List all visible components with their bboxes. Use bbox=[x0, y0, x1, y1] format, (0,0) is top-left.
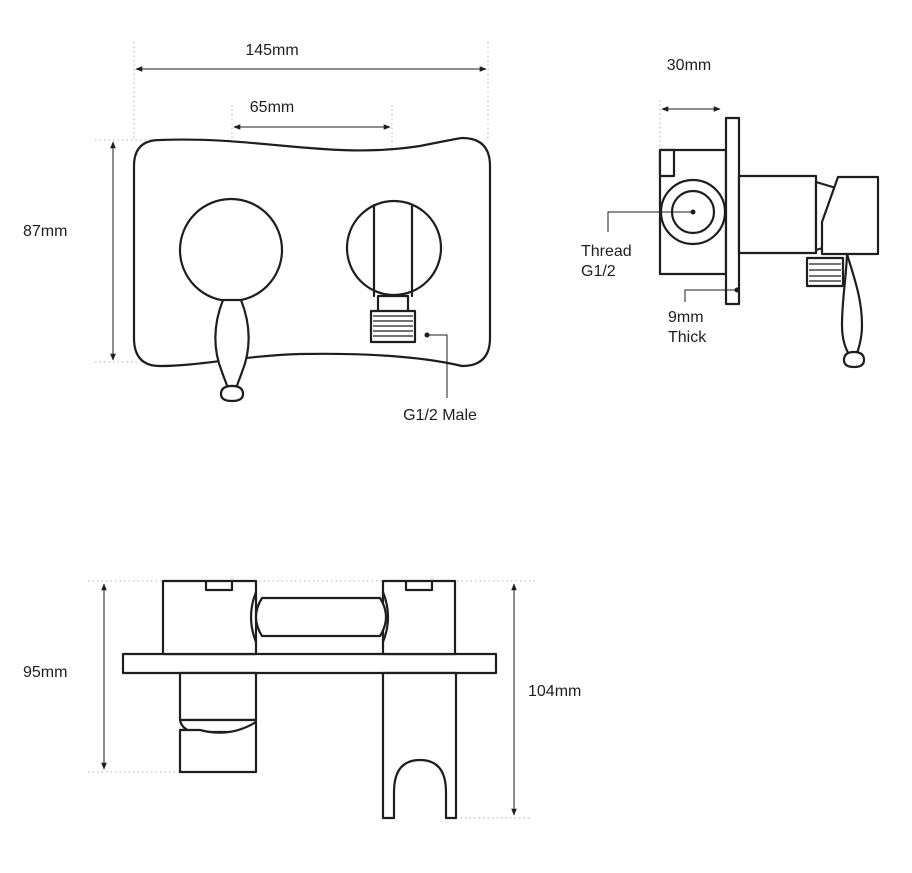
thickness-leader-dot bbox=[734, 287, 740, 293]
mixer-lever-handle bbox=[214, 298, 250, 388]
side-housing-tab bbox=[658, 148, 676, 178]
outlet-thread-lines bbox=[373, 315, 413, 337]
top-tube-left-curve bbox=[249, 590, 258, 644]
front-view: 145mm 65mm 87mm G1/2 Male bbox=[23, 42, 492, 424]
top-holder bbox=[381, 671, 458, 820]
outlet-leader-dot bbox=[424, 332, 430, 338]
side-lever-knob bbox=[842, 350, 866, 369]
mixer-dial bbox=[178, 197, 284, 303]
outlet-leader bbox=[427, 334, 448, 398]
top-left-depth-label: 95mm bbox=[23, 664, 67, 681]
thickness-label-line2: Thick bbox=[668, 329, 707, 346]
thread-leader bbox=[607, 211, 693, 232]
side-valve-body bbox=[737, 174, 818, 255]
thread-leader-dot bbox=[690, 209, 696, 215]
side-small-thread bbox=[805, 256, 845, 288]
front-height-label: 87mm bbox=[23, 223, 67, 240]
side-wall-plate bbox=[724, 116, 741, 306]
top-mixer-body bbox=[178, 671, 258, 722]
thread-label-line1: Thread bbox=[581, 243, 632, 260]
mixer-lever-knob bbox=[219, 384, 245, 403]
top-left-block-slot bbox=[204, 579, 234, 592]
outlet-stem bbox=[376, 294, 410, 314]
thickness-leader bbox=[684, 289, 737, 302]
front-width-label: 145mm bbox=[245, 42, 298, 59]
thickness-label-line1: 9mm bbox=[668, 309, 704, 326]
top-connecting-tube bbox=[254, 596, 388, 638]
top-view: 95mm 104mm bbox=[23, 579, 581, 820]
front-spacing-label: 65mm bbox=[250, 99, 294, 116]
outlet-dial bbox=[345, 199, 443, 297]
top-tube-right-curve bbox=[381, 590, 390, 644]
side-handle-block bbox=[820, 175, 880, 256]
side-small-thread-lines bbox=[809, 263, 841, 282]
side-depth-label: 30mm bbox=[667, 57, 711, 74]
top-right-block-slot bbox=[404, 579, 434, 592]
side-lever-handle bbox=[840, 252, 864, 358]
top-right-depth-label: 104mm bbox=[528, 683, 581, 700]
side-view: 30mm Thread G1/2 9mm Thick bbox=[581, 57, 880, 369]
thread-label-line2: G1/2 bbox=[581, 263, 616, 280]
top-left-block bbox=[161, 579, 258, 656]
outlet-label: G1/2 Male bbox=[403, 407, 477, 424]
top-wall-plate bbox=[121, 652, 498, 675]
top-right-block bbox=[381, 579, 457, 656]
top-mixer-handle bbox=[178, 720, 258, 774]
